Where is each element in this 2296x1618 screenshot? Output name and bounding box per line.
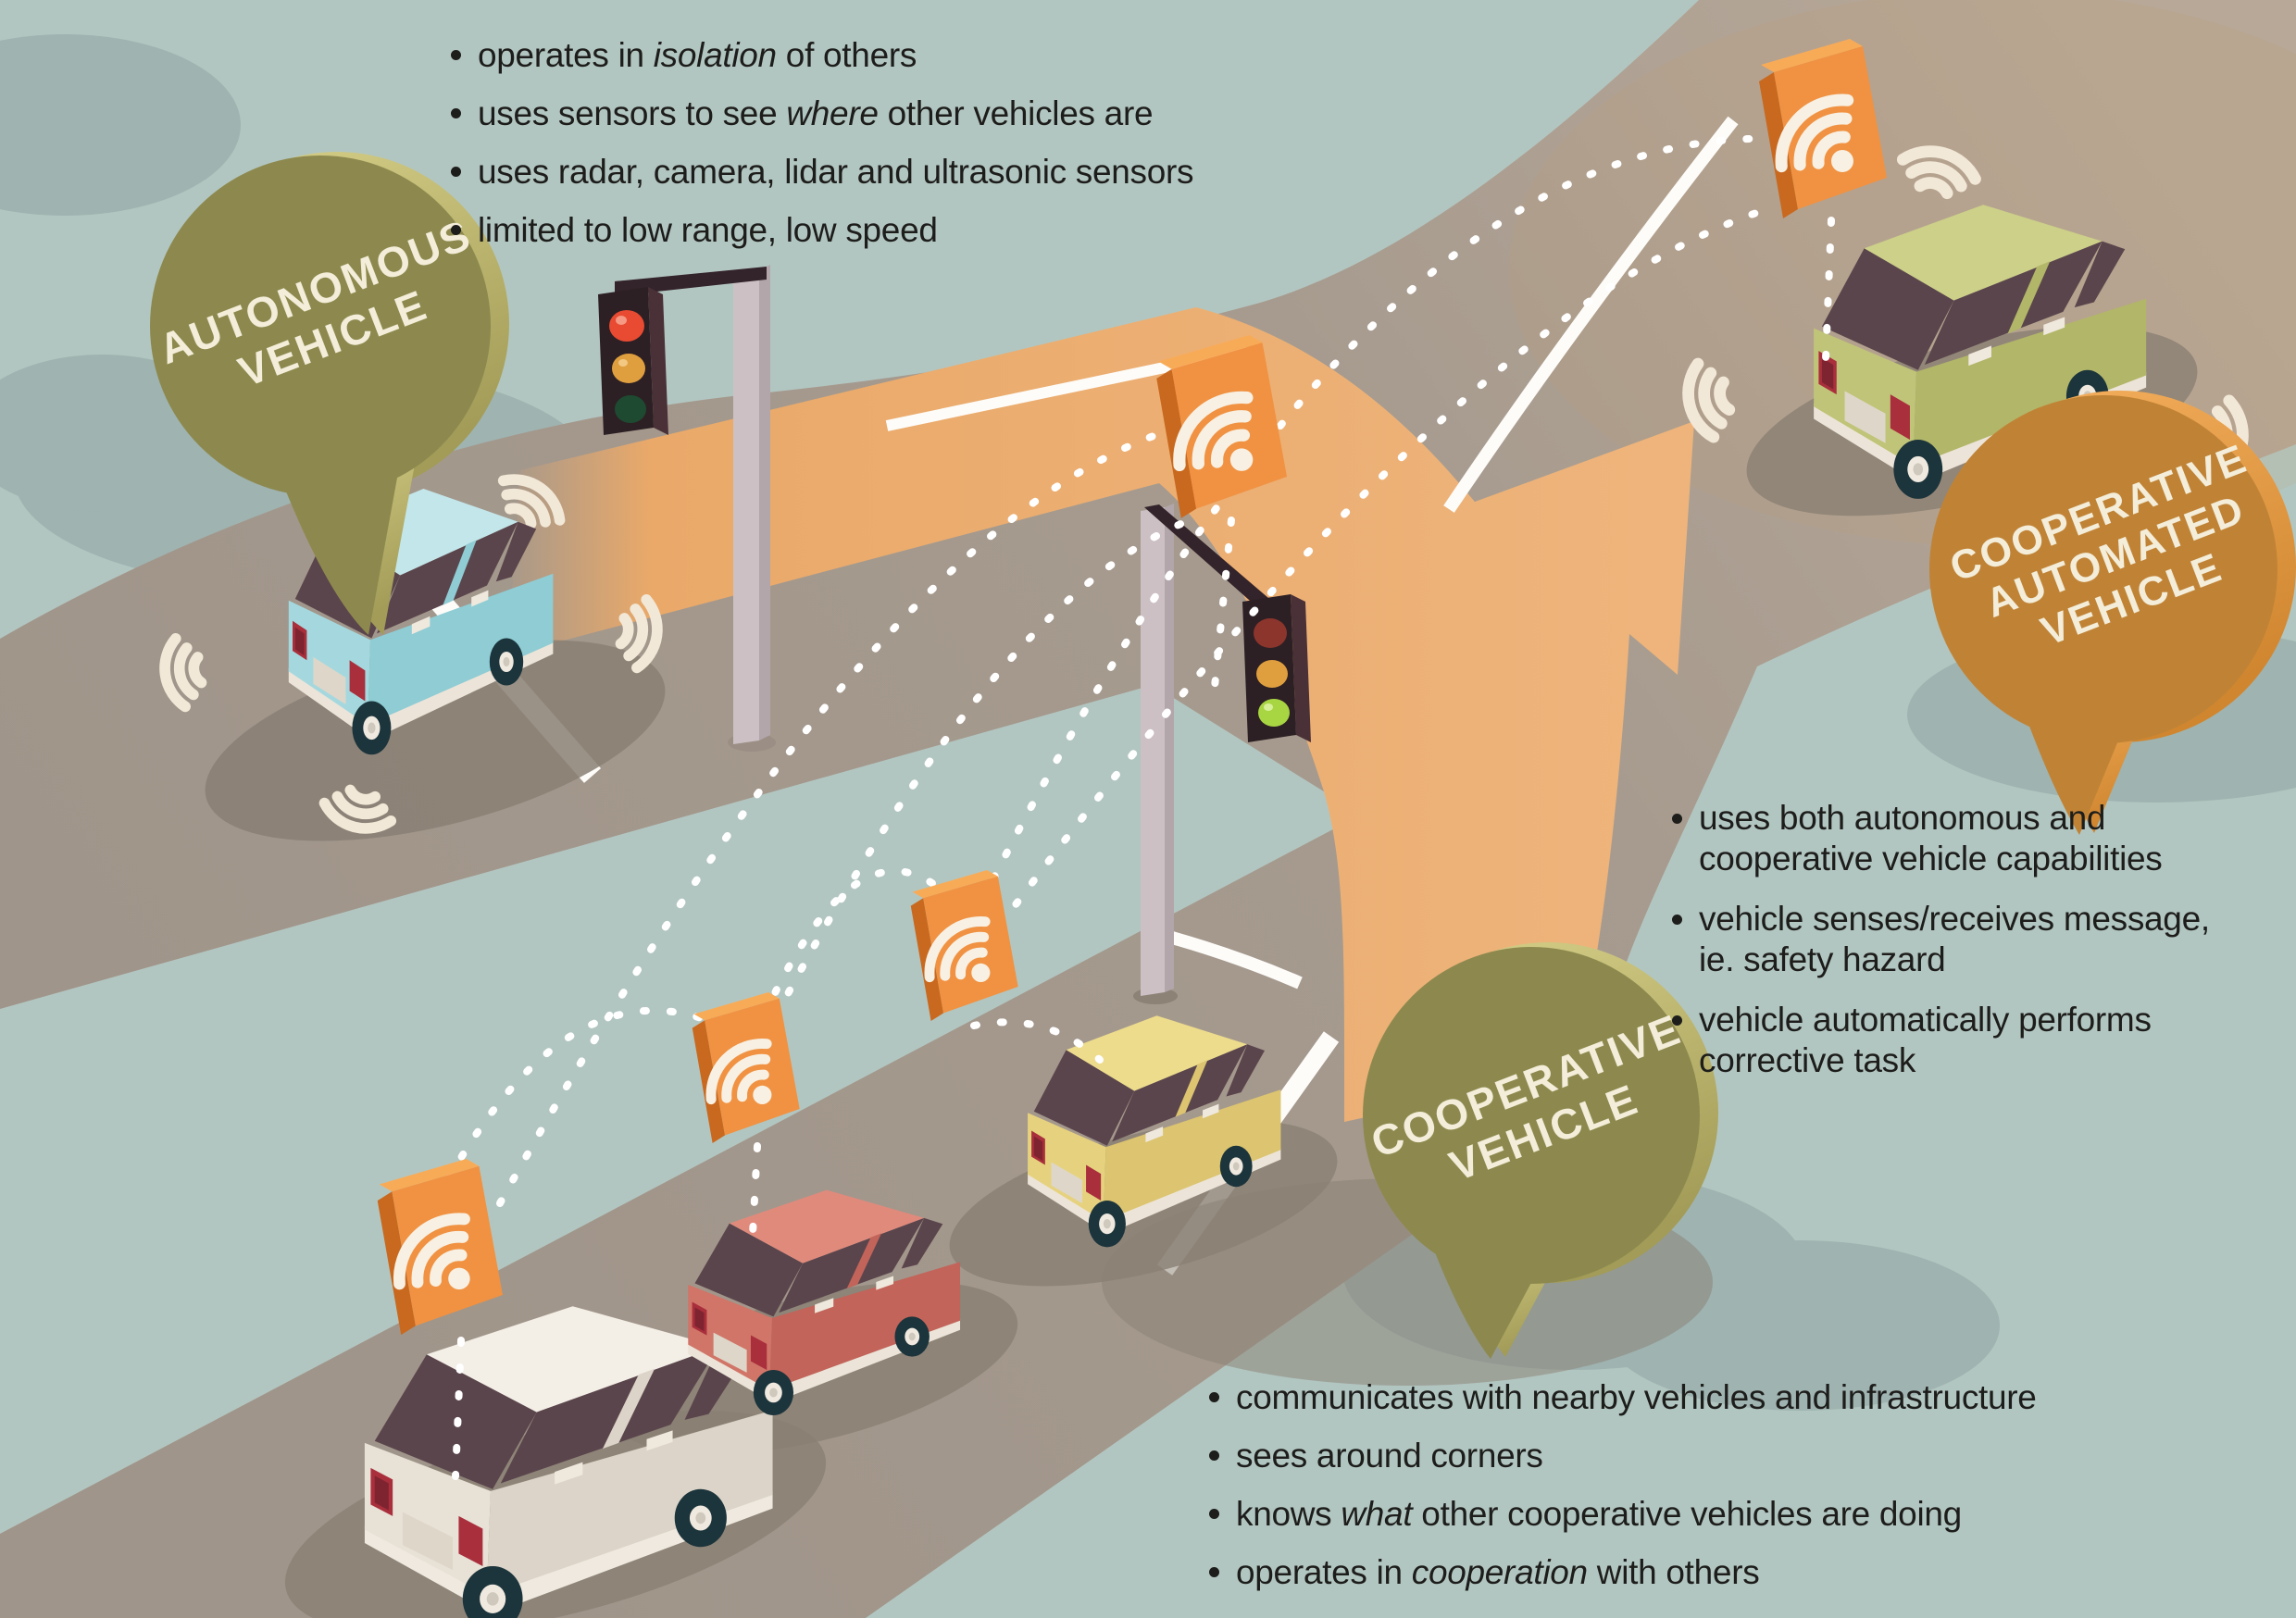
- link-yellow-to-topright-unit: [978, 134, 1774, 906]
- bullet-item: communicates with nearby vehicles and in…: [1209, 1368, 2296, 1426]
- bullet-item: sees around corners: [1209, 1426, 2296, 1485]
- bullet-item: limited to low range, low speed: [451, 201, 1358, 259]
- bullet-item: operates in cooperation with others: [1209, 1543, 2296, 1601]
- route-arrow: [507, 307, 1694, 1122]
- bullet-dot: [451, 225, 461, 235]
- link-white-to-central-unit: [496, 424, 1181, 1207]
- drop-topright-unit: [1822, 217, 1835, 363]
- red-light-on: [609, 310, 644, 342]
- communication-links: [431, 134, 1835, 1480]
- link-red-to-central-unit: [772, 515, 1198, 1020]
- bullet-dot: [1672, 1015, 1682, 1026]
- cooperative-vehicle-bullets: communicates with nearby vehicles and in…: [1209, 1368, 2296, 1601]
- drop-central-unit: [1211, 517, 1235, 691]
- bullet-dot: [1209, 1392, 1219, 1402]
- bullet-text: vehicle senses/receives message,ie. safe…: [1699, 900, 2210, 978]
- red-light-off: [1254, 618, 1287, 648]
- green-light-on: [1258, 699, 1290, 727]
- drop-red-unit: [748, 1142, 761, 1255]
- link-red-to-yellow-unit: [760, 867, 967, 1020]
- bullet-text: sees around corners: [1236, 1437, 1543, 1475]
- bullet-item: uses radar, camera, lidar and ultrasonic…: [451, 143, 1358, 201]
- bullet-item: knows what other cooperative vehicles ar…: [1209, 1485, 2296, 1543]
- bullet-text: communicates with nearby vehicles and in…: [1236, 1378, 2037, 1416]
- drop-white-unit: [452, 1337, 465, 1480]
- bullet-text: uses radar, camera, lidar and ultrasonic…: [478, 153, 1194, 191]
- link-yellow-to-topright-unit-2: [996, 205, 1774, 929]
- bullet-item: uses sensors to see where other vehicles…: [451, 84, 1358, 143]
- amber-light: [1256, 660, 1288, 688]
- bullet-text: operates in cooperation with others: [1236, 1553, 1760, 1591]
- bullet-dot: [451, 108, 461, 118]
- bubble-autonomous-vehicle: AUTONOMOUSVEHICLE: [150, 152, 509, 635]
- link-white-to-red-unit: [431, 1006, 746, 1207]
- bullet-dot: [1672, 915, 1682, 925]
- bullet-text: operates in isolation of others: [478, 36, 917, 74]
- bullet-dot: [1209, 1567, 1219, 1577]
- traffic-light-upper-road: [598, 265, 776, 752]
- bullet-text: knows what other cooperative vehicles ar…: [1236, 1495, 1962, 1533]
- bubble-cooperative-automated-vehicle: COOPERATIVEAUTOMATEDVEHICLE: [1929, 391, 2296, 835]
- green-light-off: [615, 395, 646, 423]
- bullet-dot: [1209, 1450, 1219, 1461]
- bullet-text: uses sensors to see where other vehicles…: [478, 94, 1154, 132]
- bullet-item: operates in isolation of others: [451, 26, 1358, 84]
- traffic-light-lower-road: [1133, 504, 1311, 1004]
- bubble-cooperative-vehicle: COOPERATIVEVEHICLE: [1363, 942, 1718, 1359]
- bullet-item: vehicle senses/receives message,ie. safe…: [1672, 899, 2265, 980]
- bullet-dot: [451, 50, 461, 60]
- autonomous-vehicle-bullets: operates in isolation of others uses sens…: [451, 26, 1358, 259]
- bullet-dot: [1672, 814, 1682, 824]
- bullet-dot: [451, 167, 461, 177]
- bullet-dot: [1209, 1509, 1219, 1519]
- bullet-text: limited to low range, low speed: [478, 211, 938, 249]
- amber-light: [612, 354, 645, 383]
